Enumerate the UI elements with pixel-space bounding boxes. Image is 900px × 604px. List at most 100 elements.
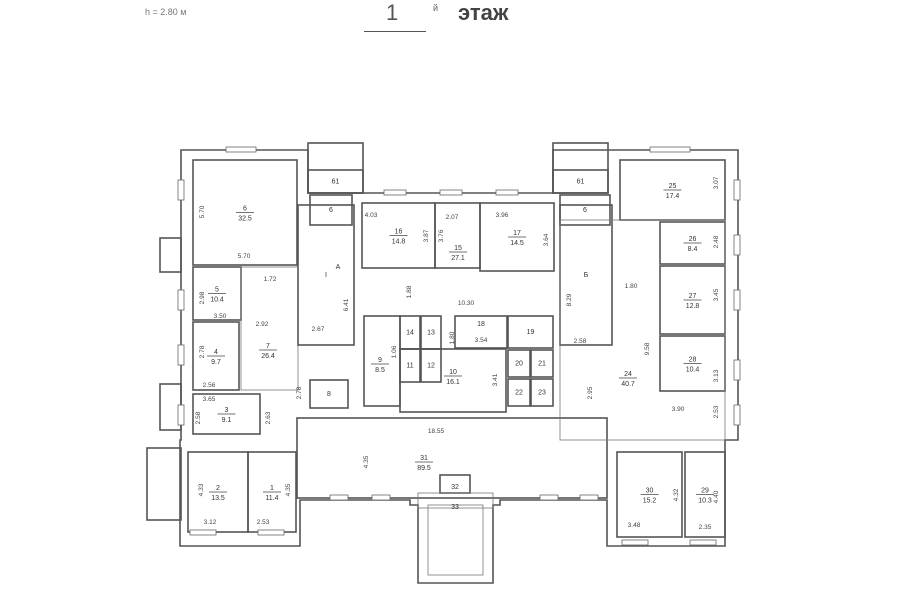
- window: [329, 494, 349, 501]
- room-r10-number: 10: [449, 369, 457, 376]
- room-vest_l-outline: [307, 169, 364, 194]
- room-tamb_l-outline: [309, 194, 353, 226]
- dimension-label: 2.58: [195, 411, 202, 424]
- dimension-label: 3.48: [628, 522, 641, 529]
- ceiling-height-note: h = 2.80 м: [145, 7, 187, 17]
- room-tamb_r-outline: [559, 194, 611, 226]
- room-stairA-number: I: [325, 272, 327, 279]
- room-r3-area: 9.1: [222, 417, 232, 424]
- room-r30-number: 30: [646, 488, 654, 495]
- dimension-label: 18.55: [428, 428, 445, 435]
- window: [177, 289, 185, 311]
- dimension-label: 5.70: [199, 205, 206, 218]
- room-r19-outline: [507, 315, 554, 349]
- dimension-label: 2.78: [296, 386, 303, 399]
- dimension-label: 3.07: [713, 176, 720, 189]
- dimension-label: 2.35: [699, 524, 712, 531]
- room-r31-outline: [296, 417, 608, 499]
- room-stairB-number: Б: [584, 272, 589, 279]
- floor-suffix: й: [433, 3, 439, 13]
- room-r17-number: 17: [513, 230, 521, 237]
- window: [649, 146, 691, 153]
- dimension-label: 2.48: [713, 235, 720, 248]
- dimension-label: 2.63: [265, 411, 272, 424]
- window: [733, 289, 741, 311]
- room-r8-outline: [309, 379, 349, 409]
- dimension-label: 3.12: [204, 519, 217, 526]
- dimension-label: 3.45: [713, 288, 720, 301]
- room-r12-outline: [420, 348, 442, 383]
- room-r26-number: 26: [689, 236, 697, 243]
- room-r23-outline: [530, 378, 554, 407]
- dimension-label: 8.29: [566, 293, 573, 306]
- window: [621, 539, 649, 546]
- room-r30-area: 15.2: [643, 498, 657, 505]
- room-r29-area: 10.3: [698, 498, 712, 505]
- room-r9-outline: [363, 315, 401, 407]
- room-r18-number: 18: [477, 321, 485, 328]
- dimension-label: 3.41: [492, 373, 499, 386]
- walls: [146, 142, 739, 584]
- window: [733, 359, 741, 381]
- room-r1-area: 11.4: [265, 495, 278, 502]
- room-r2-number: 2: [216, 485, 220, 492]
- room-r16-number: 16: [395, 229, 403, 236]
- room-r11-outline: [399, 348, 421, 383]
- dimension-label: 4.35: [363, 455, 370, 468]
- room-r20-number: 20: [515, 361, 523, 368]
- room-r21-outline: [530, 349, 554, 378]
- dimension-label: 1.88: [406, 285, 413, 298]
- room-r22-number: 22: [515, 390, 523, 397]
- window: [733, 234, 741, 256]
- room-r27-number: 27: [689, 293, 697, 300]
- dimension-label: 3.65: [203, 396, 216, 403]
- room-r33-number: 33: [451, 504, 459, 511]
- room-vest_l-number: 61: [332, 179, 340, 186]
- dimension-label: 3.90: [672, 406, 685, 413]
- floor-number: 1: [386, 0, 399, 25]
- dimension-label: 4.32: [673, 488, 680, 501]
- dimension-label: 1.72: [264, 276, 277, 283]
- room-r24-number: 24: [624, 371, 632, 378]
- dimension-label: 5.70: [238, 253, 251, 260]
- room-vest_r-outline: [552, 169, 609, 194]
- dimension-label: 4.03: [365, 212, 378, 219]
- room-r23-number: 23: [538, 390, 546, 397]
- room-r10-area: 16.1: [446, 379, 460, 386]
- window: [177, 179, 185, 201]
- room-r27-area: 12.8: [686, 303, 700, 310]
- room-r29-number: 29: [701, 488, 709, 495]
- dimension-label: 1.06: [391, 345, 398, 358]
- room-r24-area: 40.7: [621, 381, 635, 388]
- room-r31-area: 89.5: [417, 465, 431, 472]
- window: [189, 529, 217, 536]
- dimension-label: 9.58: [644, 342, 651, 355]
- room-r18-outline: [454, 315, 508, 349]
- room-stairA-letter: А: [336, 264, 341, 271]
- dimension-label: 10.30: [458, 300, 475, 307]
- dimension-label: 2.56: [203, 382, 216, 389]
- dimension-label: 3.96: [496, 212, 509, 219]
- room-r25-area: 17.4: [666, 193, 680, 200]
- window: [539, 494, 559, 501]
- room-r9-number: 9: [378, 357, 382, 364]
- room-r15-number: 15: [454, 245, 462, 252]
- room-tamb_r-number: 6: [583, 207, 587, 214]
- room-r6-number: 6: [243, 206, 247, 213]
- room-r22-outline: [507, 378, 531, 407]
- room-r11-number: 11: [406, 363, 413, 370]
- room-tamb_l-number: 6: [329, 207, 333, 214]
- room-vest_r-number: 61: [577, 179, 585, 186]
- dimension-label: 2.67: [312, 326, 325, 333]
- room-r29-outline: [684, 451, 726, 538]
- window: [371, 494, 391, 501]
- window: [257, 529, 285, 536]
- room-r32-number: 32: [451, 484, 459, 491]
- dimension-label: 6.41: [343, 298, 350, 311]
- dimension-label: 1.80: [625, 283, 638, 290]
- window: [225, 146, 257, 153]
- window: [177, 344, 185, 366]
- room-r3-outline: [192, 393, 261, 435]
- room-r7-outline: [240, 266, 299, 391]
